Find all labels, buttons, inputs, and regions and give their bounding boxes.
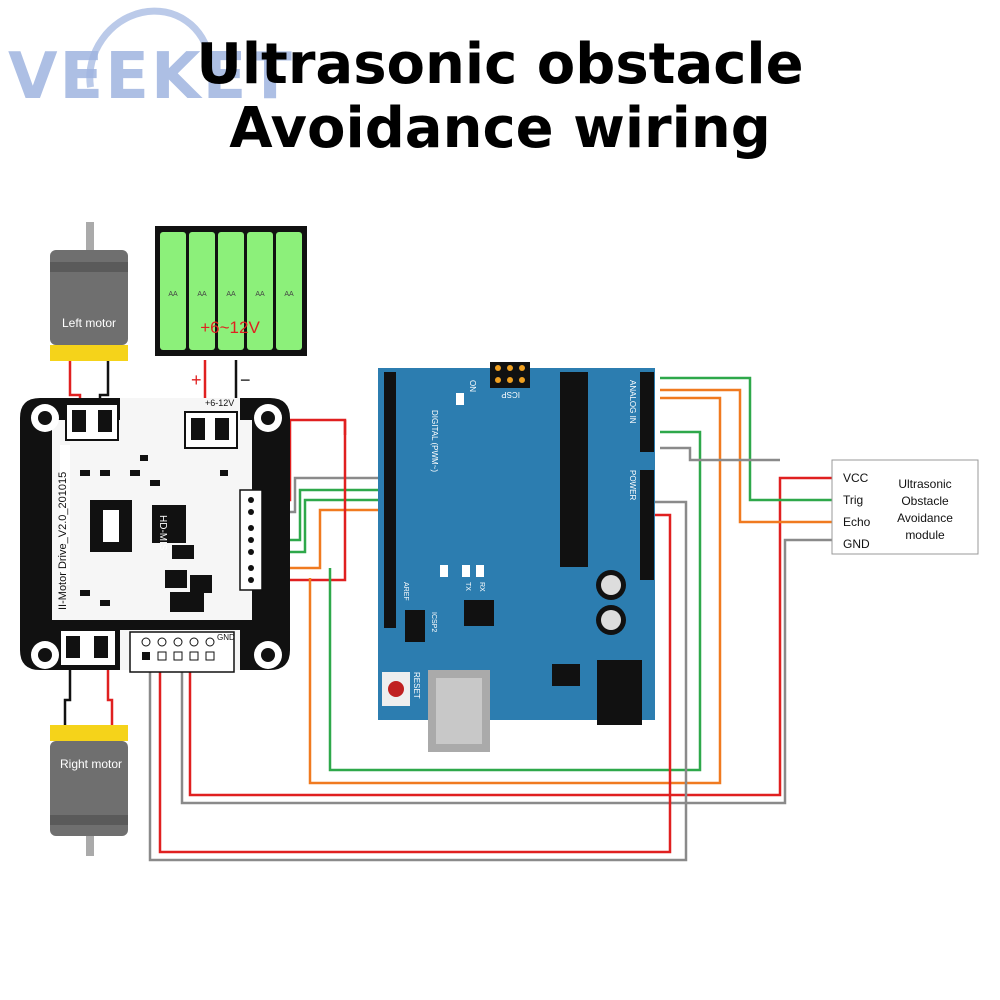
- motor-driver-board: +6-12V II-Motor Drive_V2.0_201015 HD-MIS…: [20, 398, 290, 673]
- tx-label: TX: [464, 582, 471, 591]
- on-label: ON: [468, 380, 477, 392]
- title-line-2: Avoidance wiring: [229, 96, 771, 161]
- wire-red-long: [158, 513, 672, 854]
- cell-mark-5: AA: [284, 291, 294, 298]
- wires: [63, 355, 835, 862]
- wire-gray-bottom: [180, 538, 835, 805]
- icsp2-label: ICSP2: [430, 612, 437, 632]
- driver-chip-label: HD-MIS: [157, 515, 168, 551]
- wire-right-motor-black: [63, 665, 72, 725]
- driver-header-gnd: GND: [217, 633, 235, 642]
- reset-label: RESET: [412, 672, 421, 699]
- icsp-label: ICSP: [501, 390, 520, 399]
- power-label: POWER: [628, 470, 637, 500]
- battery-pack: AA AA AA AA AA +6~12V + −: [155, 226, 307, 390]
- wire-orange-driver: [262, 508, 385, 570]
- wire-green-bottom: [328, 430, 702, 772]
- ultrasonic-module: VCC Trig Echo GND Ultrasonic Obstacle Av…: [831, 459, 979, 555]
- wire-green-trig: [660, 376, 835, 502]
- right-motor-label: Right motor: [60, 757, 122, 771]
- title-line-1: Ultrasonic obstacle: [196, 32, 804, 97]
- wire-gray-long: [148, 500, 688, 862]
- us-label-1: Ultrasonic: [898, 477, 951, 491]
- driver-board-name: II-Motor Drive_V2.0_201015: [57, 472, 69, 610]
- digital-label: DIGITAL (PWM~): [430, 410, 439, 472]
- wire-right-motor-red: [106, 665, 114, 725]
- cell-mark-3: AA: [226, 291, 236, 298]
- wire-gray-vcc: [660, 446, 780, 462]
- us-pin-vcc: VCC: [843, 471, 869, 485]
- right-motor: Right motor: [50, 725, 128, 856]
- cell-mark-4: AA: [255, 291, 265, 298]
- wire-orange-echo: [660, 388, 835, 524]
- cell-mark-1: AA: [168, 291, 178, 298]
- us-pin-trig: Trig: [843, 493, 863, 507]
- analog-label: ANALOG IN: [628, 380, 637, 424]
- brand-logo: VEEKET: [8, 40, 294, 114]
- arduino-board: ICSP ON DIGITAL (PWM~) ANALOG IN POWER T…: [378, 362, 655, 752]
- rx-label: RX: [478, 582, 485, 592]
- battery-voltage-label: +6~12V: [200, 318, 260, 337]
- us-pin-echo: Echo: [843, 515, 871, 529]
- left-motor: Left motor: [50, 222, 128, 361]
- us-label-2: Obstacle: [901, 494, 949, 508]
- battery-minus-label: −: [240, 370, 251, 390]
- battery-plus-label: +: [191, 370, 202, 390]
- aref-label: AREF: [402, 582, 409, 601]
- wire-red-bottom: [188, 476, 835, 797]
- driver-power-label: +6-12V: [205, 398, 234, 408]
- cell-mark-2: AA: [197, 291, 207, 298]
- wire-orange-bottom: [308, 396, 722, 785]
- us-label-4: module: [905, 528, 945, 542]
- us-label-3: Avoidance: [897, 511, 953, 525]
- us-pin-gnd: GND: [843, 537, 870, 551]
- left-motor-label: Left motor: [62, 316, 116, 330]
